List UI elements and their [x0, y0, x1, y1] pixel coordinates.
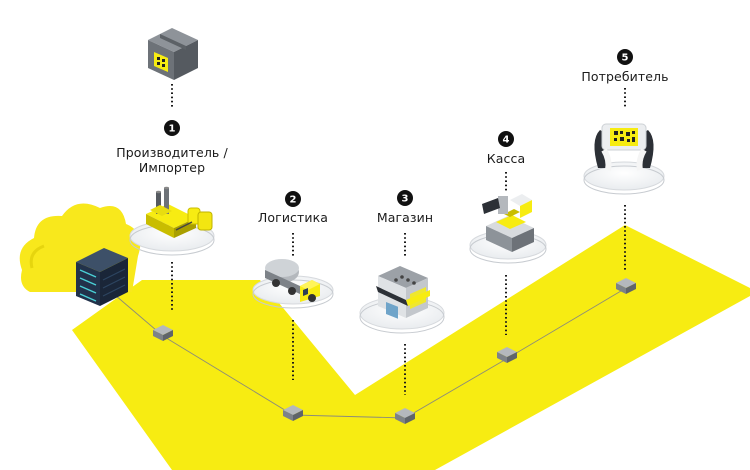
path-node — [283, 405, 303, 421]
step-1-label-line2: Импортер — [138, 160, 206, 175]
package-icon — [148, 28, 198, 80]
svg-text:3: 3 — [402, 194, 409, 205]
svg-text:5: 5 — [622, 53, 629, 64]
step-label-4: Касса — [476, 151, 536, 166]
path-nodes — [153, 278, 636, 424]
step-label-2: Логистика — [253, 210, 333, 225]
path-node — [497, 347, 517, 363]
path-node — [153, 325, 173, 341]
phone-scan-icon — [594, 123, 654, 171]
badge-step-3: 3 — [397, 190, 413, 206]
svg-text:2: 2 — [290, 195, 297, 206]
badge-step-5: 5 — [617, 49, 633, 65]
badge-step-4: 4 — [498, 131, 514, 147]
cloud-server-icon — [19, 203, 141, 306]
path-node — [616, 278, 636, 294]
step-label-1: Производитель / Импортер — [112, 145, 232, 175]
step-5-label: Потребитель — [581, 69, 669, 84]
step-label-3: Магазин — [365, 210, 445, 225]
store-icon — [376, 266, 430, 319]
step-badges: 1 2 3 4 5 — [164, 49, 633, 207]
platform-5 — [583, 161, 665, 191]
step-2-label: Логистика — [257, 210, 329, 225]
factory-icon — [146, 186, 213, 238]
truck-icon — [265, 259, 320, 302]
dotted-connectors — [171, 84, 626, 395]
cash-register-icon — [482, 194, 534, 252]
svg-text:4: 4 — [503, 135, 510, 146]
badge-step-1: 1 — [164, 120, 180, 136]
step-4-label: Касса — [486, 151, 526, 166]
step-label-5: Потребитель — [575, 69, 675, 84]
badge-step-2: 2 — [285, 191, 301, 207]
svg-text:1: 1 — [169, 124, 176, 135]
path-node — [395, 408, 415, 424]
step-3-label: Магазин — [376, 210, 434, 225]
step-1-label-line1: Производитель / — [116, 145, 228, 160]
yellow-path — [72, 225, 750, 470]
